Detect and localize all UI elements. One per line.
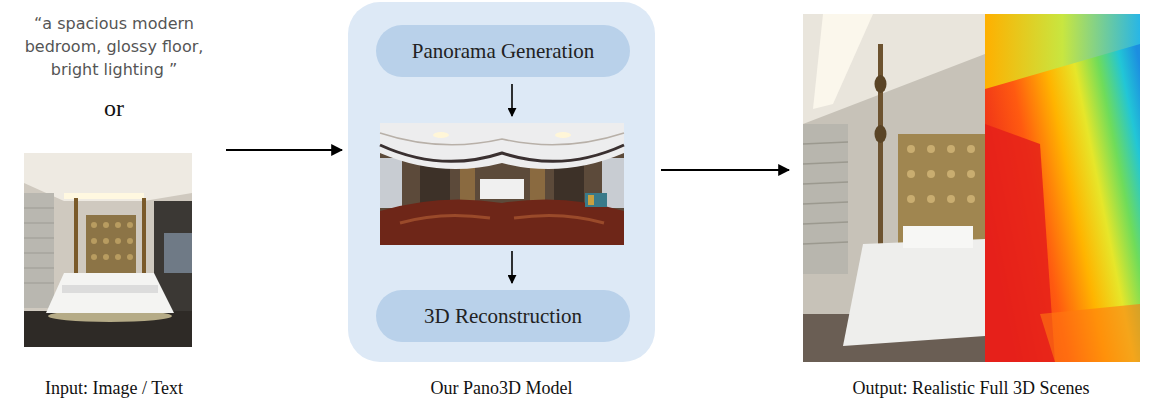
flow-arrow	[511, 251, 513, 283]
caption: Input: Image / Text	[8, 377, 220, 399]
process-pill: Panorama Generation	[376, 25, 630, 77]
output-render	[803, 14, 985, 362]
or-label: or	[8, 94, 220, 122]
caption: Our Pano3D Model	[308, 377, 695, 399]
process-pill: 3D Reconstruction	[376, 290, 630, 342]
model-panel: Panorama Generation3D ReconstructionOur …	[348, 2, 655, 362]
input-photo	[24, 153, 192, 347]
process-label: 3D Reconstruction	[424, 303, 582, 329]
caption: Output: Realistic Full 3D Scenes	[795, 377, 1147, 399]
text-prompt: “a spacious modern bedroom, glossy floor…	[8, 12, 220, 81]
flow-arrow	[226, 149, 342, 151]
output-group: Output: Realistic Full 3D Scenes	[795, 4, 1147, 400]
flow-arrow	[661, 169, 789, 171]
input-group: “a spacious modern bedroom, glossy floor…	[8, 4, 220, 400]
depth-map	[985, 14, 1140, 362]
panorama-image	[380, 123, 624, 245]
process-label: Panorama Generation	[412, 38, 595, 64]
flow-arrow	[511, 84, 513, 116]
